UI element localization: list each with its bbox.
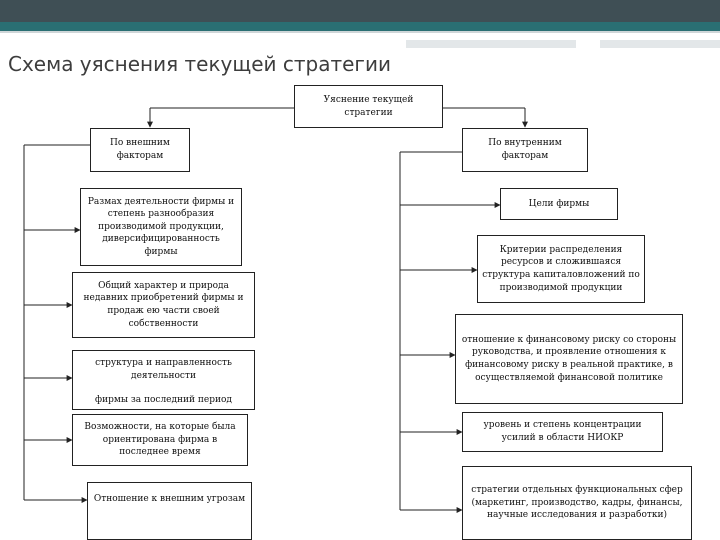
left-item-label: Общий характер и природа недавних приобр… [83, 280, 244, 329]
left-item-node: Отношение к внешним угрозам [87, 482, 252, 540]
title-divider [0, 31, 720, 33]
left-header-node: По внешним факторам [90, 128, 190, 172]
left-item-label: Размах деятельности фирмы и степень разн… [87, 196, 235, 257]
root-node: Уяснение текущей стратегии [294, 85, 443, 128]
left-item-label: Возможности, на которые была ориентирова… [84, 422, 236, 458]
right-item-label: Цели фирмы [528, 198, 590, 209]
left-item-label: Отношение к внешним угрозам [93, 494, 246, 504]
right-item-node: уровень и степень концентрации усилий в … [462, 412, 663, 452]
right-item-label: стратегии отдельных функциональных сфер … [471, 485, 683, 521]
left-item-node: структура и направленность деятельности … [72, 350, 255, 410]
title-decoration-bar [406, 40, 576, 48]
left-header-label: По внешним факторам [110, 138, 170, 161]
right-header-label: По внутренним факторам [488, 138, 562, 161]
right-item-node: отношение к финансовому риску со стороны… [455, 314, 683, 404]
left-item-node: Общий характер и природа недавних приобр… [72, 272, 255, 338]
right-item-node: Критерии распределения ресурсов и сложив… [477, 235, 645, 303]
left-item-node: Размах деятельности фирмы и степень разн… [80, 188, 242, 266]
header-accent-bar [0, 22, 720, 31]
left-item-label: фирмы за последний период [95, 395, 232, 406]
right-item-label: уровень и степень концентрации усилий в … [483, 420, 642, 443]
right-item-node: Цели фирмы [500, 188, 618, 220]
slide-title: Схема уяснения текущей стратегии [8, 52, 391, 76]
right-item-label: отношение к финансовому риску со стороны… [461, 334, 677, 383]
root-node-label: Уяснение текущей стратегии [323, 94, 414, 118]
right-item-label: Критерии распределения ресурсов и сложив… [482, 244, 640, 293]
left-item-node: Возможности, на которые была ориентирова… [72, 414, 248, 466]
left-item-label: структура и направленность деятельности [95, 358, 232, 381]
title-decoration-bar [600, 40, 720, 48]
header-bar [0, 0, 720, 22]
right-header-node: По внутренним факторам [462, 128, 588, 172]
right-item-node: стратегии отдельных функциональных сфер … [462, 466, 692, 540]
